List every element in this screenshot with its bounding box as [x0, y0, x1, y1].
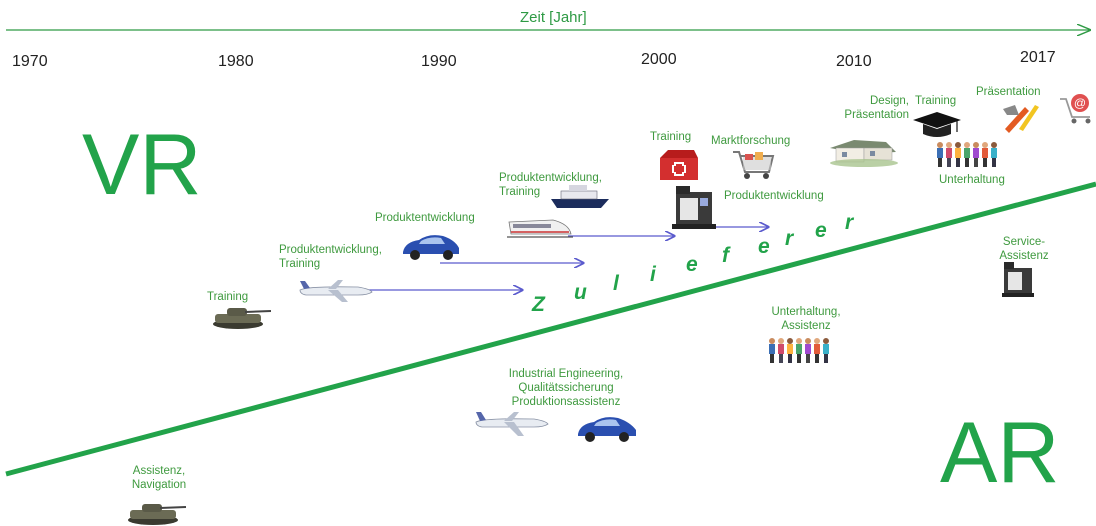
label-service-assistenz: Service- Assistenz: [994, 235, 1054, 263]
label-line: Industrial Engineering,: [508, 368, 624, 380]
car-icon: [578, 417, 636, 442]
tank-icon: [213, 308, 272, 329]
label-line: Produktionsassistenz: [511, 396, 621, 408]
zulieferer-letter: i: [650, 263, 657, 286]
airplane-icon: [299, 280, 373, 302]
label-line: Präsentation: [844, 109, 909, 121]
airplane-icon: [475, 412, 549, 436]
label-assistenz-navigation: Assistenz, Navigation: [124, 464, 194, 492]
label-line: Produktentwicklung,: [499, 172, 602, 184]
tools-icon: [1003, 105, 1039, 133]
label-line: Unterhaltung,: [771, 306, 841, 318]
year-label: 2000: [641, 51, 677, 68]
label-line: Produktentwicklung,: [279, 244, 382, 256]
label-produktentwicklung: Produktentwicklung: [375, 212, 475, 224]
graduation-cap-icon: [913, 112, 961, 137]
transfer-arrows: [365, 227, 768, 290]
ar-region-label: AR: [940, 405, 1060, 501]
first-aid-kit-icon: [660, 150, 698, 180]
zulieferer-letter: Z: [531, 293, 546, 316]
zulieferer-letter: l: [613, 272, 620, 295]
train-icon: [507, 219, 573, 238]
label-line: Navigation: [131, 479, 187, 491]
label-line: Qualitätssicherung: [518, 382, 614, 394]
year-label: 1970: [12, 53, 48, 70]
zulieferer-letter: f: [722, 244, 731, 267]
zulieferer-letter: u: [574, 281, 587, 304]
label-line: Assistenz,: [132, 465, 186, 477]
vr-region-label: VR: [82, 117, 202, 213]
label-marktforschung: Marktforschung: [711, 135, 791, 147]
label-industrial-engineering: Industrial Engineering, Qualitätssicheru…: [496, 367, 636, 409]
people-icon: [769, 338, 829, 363]
year-label: 2010: [836, 53, 872, 70]
zulieferer-letter: r: [845, 211, 855, 234]
label-line: Training: [499, 186, 541, 198]
shopping-cart-icon: [733, 151, 775, 179]
label-unterhaltung-assistenz: Unterhaltung, Assistenz: [766, 305, 846, 333]
cnc-machine-icon: [1002, 262, 1034, 297]
label-training: Training: [650, 131, 692, 143]
label-unterhaltung: Unterhaltung: [939, 174, 1005, 186]
year-label: 2017: [1020, 49, 1056, 66]
label-line: Design,: [870, 95, 909, 107]
label-training: Training: [207, 291, 249, 303]
zulieferer-letter: e: [815, 219, 827, 242]
cnc-machine-icon: [672, 186, 716, 229]
car-icon: [403, 235, 459, 260]
label-training: Training: [915, 95, 957, 107]
people-icon: [937, 142, 997, 167]
label-pe-training: Produktentwicklung, Training: [499, 171, 602, 199]
label-line: Service-: [1002, 236, 1046, 248]
zulieferer-letter: r: [785, 227, 795, 250]
label-line: Assistenz: [781, 320, 831, 332]
email-cart-icon: @: [1060, 94, 1091, 124]
label-praesentation: Präsentation: [976, 86, 1041, 98]
zulieferer-letter: e: [758, 235, 770, 258]
label-line: Training: [279, 258, 321, 270]
year-label: 1990: [421, 53, 457, 70]
axis-title: Zeit [Jahr]: [520, 9, 587, 26]
svg-text:@: @: [1074, 96, 1086, 110]
vr-ar-divider: [5, 181, 1096, 477]
label-pe-training: Produktentwicklung, Training: [279, 243, 382, 271]
label-produktentwicklung: Produktentwicklung: [724, 190, 824, 202]
year-label: 1980: [218, 53, 254, 70]
tank-icon: [128, 504, 187, 525]
ship-icon: [551, 185, 609, 208]
house-icon: [830, 140, 898, 167]
label-design-praesentation: Design, Präsentation: [839, 94, 909, 122]
zulieferer-label: Z u l i e f e r e r: [531, 211, 855, 316]
zulieferer-letter: e: [686, 253, 698, 276]
label-line: Assistenz: [999, 250, 1049, 262]
